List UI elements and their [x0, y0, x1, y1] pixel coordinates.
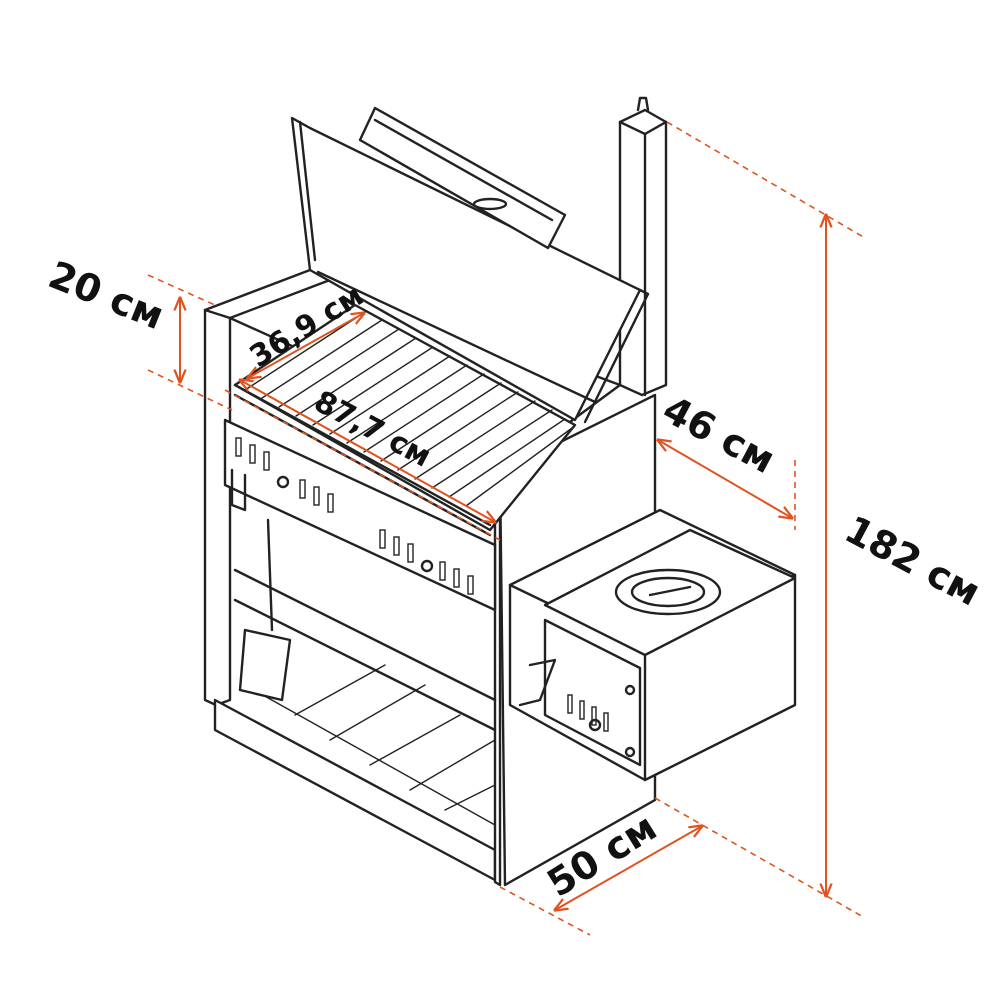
- dimension-lines: [147, 121, 866, 936]
- label-total-height: 182 см: [838, 507, 988, 614]
- label-depth-grill: 20 см: [43, 253, 170, 339]
- chimney: [618, 96, 668, 397]
- side-stove: [508, 508, 797, 782]
- label-side-width: 46 см: [656, 387, 782, 482]
- bottom-shelf: [244, 664, 496, 826]
- grill-lid: [290, 106, 650, 424]
